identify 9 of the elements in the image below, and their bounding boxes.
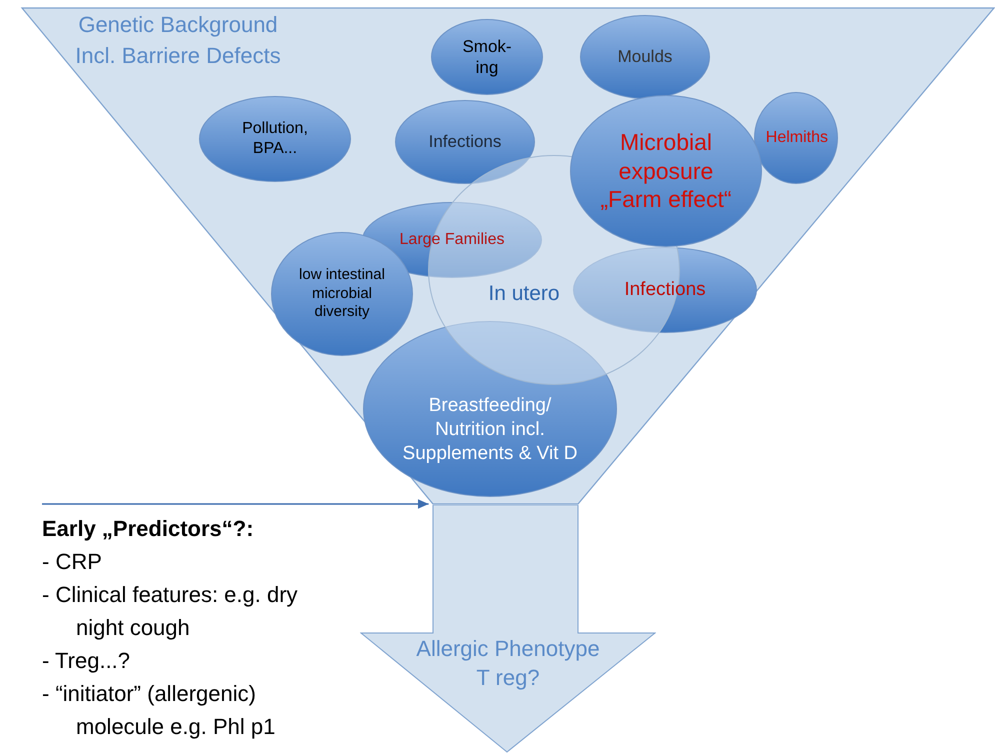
list-heading: Early „Predictors“?:	[42, 515, 255, 543]
list-item: - Clinical features: e.g. dry night cough	[42, 581, 299, 642]
arrow	[42, 499, 429, 509]
funnel-title: Genetic Background Incl. Barriere Defects	[74, 11, 282, 70]
list-item: - Treg...?	[42, 647, 132, 675]
outcome-label: Allergic Phenotype T reg?	[415, 635, 601, 692]
list-item: - “initiator” (allergenic) molecule e.g. Phl p1	[42, 680, 276, 741]
list-item: - CRP	[42, 548, 103, 576]
down-arrow-shape	[360, 505, 656, 753]
